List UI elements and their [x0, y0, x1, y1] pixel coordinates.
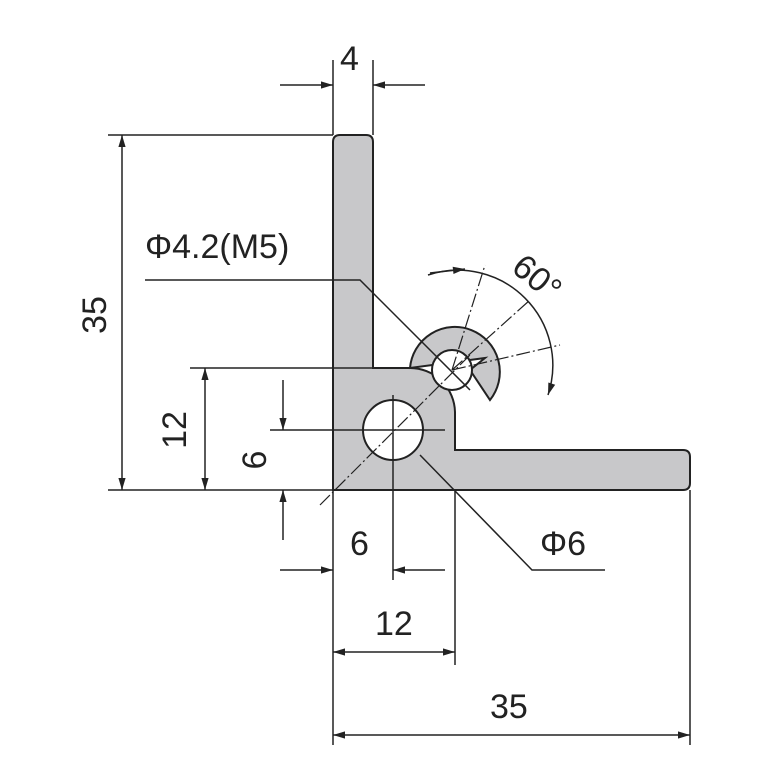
- dim-hole-offset-x: 6: [350, 525, 369, 563]
- dim-wall-thickness: 4: [340, 40, 359, 78]
- profile-section: [332, 134, 691, 491]
- center-lines: [319, 264, 561, 506]
- dim-block-height: 12: [156, 411, 194, 449]
- dim-tap-hole: Φ4.2(M5): [145, 228, 289, 266]
- dim-width: 35: [490, 688, 528, 726]
- dim-hole-offset-y: 6: [236, 451, 274, 470]
- dimension-lines: [108, 60, 691, 745]
- dim-through-hole: Φ6: [540, 525, 586, 563]
- dim-block-width: 12: [375, 605, 413, 643]
- dim-slot-angle: 60°: [505, 247, 569, 309]
- dim-height: 35: [76, 296, 114, 334]
